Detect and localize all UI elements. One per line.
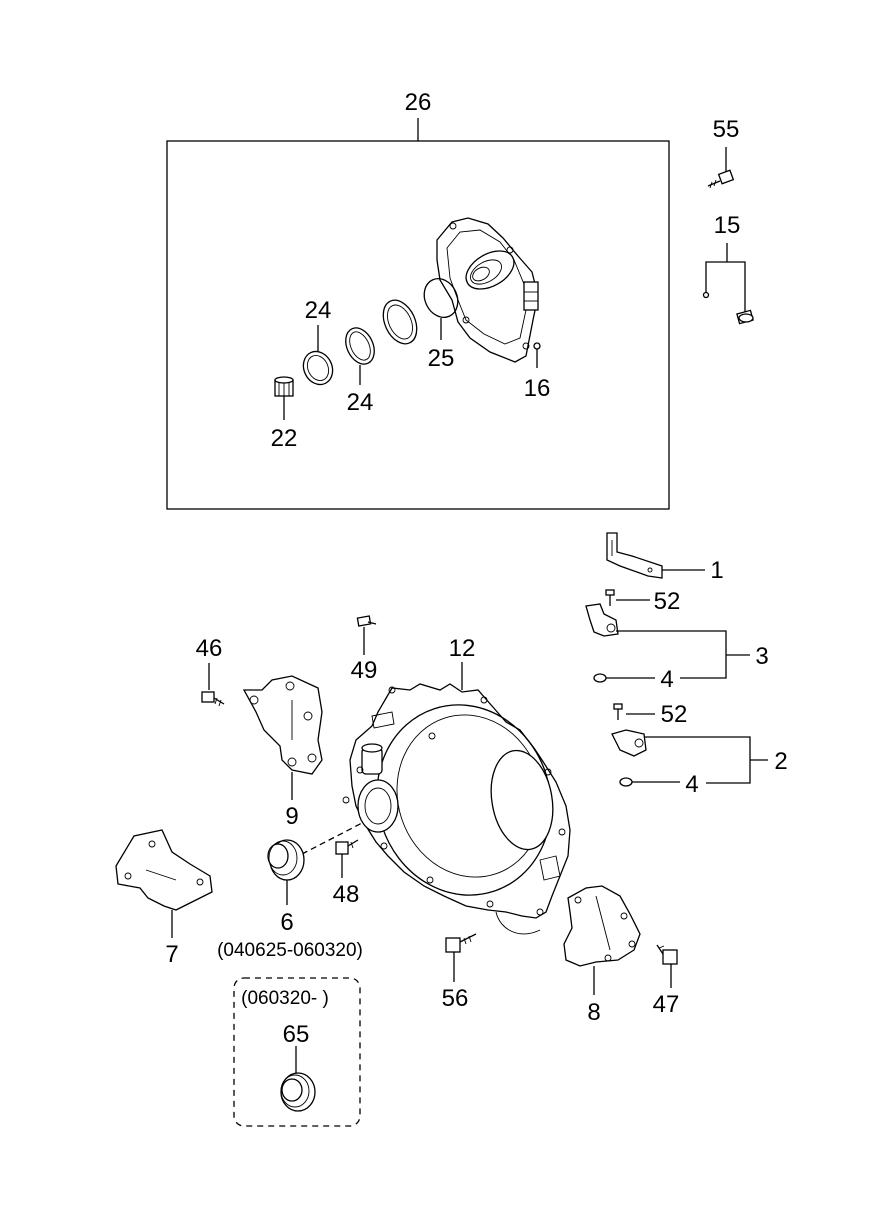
callout-6: 6	[280, 909, 293, 936]
plug-22	[274, 376, 294, 397]
clutch-housing-12	[342, 683, 571, 919]
callout-16: 16	[524, 375, 551, 402]
plug-15	[736, 309, 754, 325]
callout-25: 25	[428, 345, 455, 372]
callout-49: 49	[351, 657, 378, 684]
callout-8: 8	[587, 999, 600, 1026]
sensor-3	[585, 603, 619, 637]
snap-ring	[382, 299, 418, 345]
callout-65: 65	[283, 1021, 310, 1048]
bolt-46	[201, 691, 225, 707]
callout-4-lower: 4	[685, 771, 698, 798]
part-65-date-range: (060320- )	[241, 988, 329, 1009]
callout-4-upper: 4	[660, 666, 673, 693]
callout-55: 55	[713, 116, 740, 143]
callout-52-upper: 52	[654, 588, 681, 615]
ring-24-right	[345, 327, 375, 365]
callout-22: 22	[271, 425, 298, 452]
callout-48: 48	[333, 881, 360, 908]
callout-26: 26	[405, 89, 432, 116]
bracket-1	[606, 532, 663, 579]
kit-box-26	[166, 140, 670, 510]
bolt-49	[356, 615, 377, 627]
callout-1: 1	[710, 557, 723, 584]
callout-52-lower: 52	[661, 701, 688, 728]
bolt-52-upper	[605, 589, 615, 606]
leader-15	[705, 261, 746, 312]
o-ring-25	[423, 278, 459, 318]
ring-24-left	[302, 350, 334, 386]
bolt-47	[656, 944, 678, 965]
callout-47: 47	[653, 991, 680, 1018]
bracket-8	[563, 885, 641, 967]
rear-cover-housing	[436, 217, 539, 363]
callout-2: 2	[774, 748, 787, 775]
wire-harness	[495, 911, 541, 935]
bolt-52-lower	[613, 703, 623, 720]
o-ring-4-lower	[619, 777, 633, 787]
seal-axis-line	[301, 821, 365, 855]
callout-56: 56	[442, 985, 469, 1012]
o-ring-4-upper	[593, 673, 607, 683]
callout-46: 46	[196, 635, 223, 662]
callout-12: 12	[449, 635, 476, 662]
bolt-55	[707, 169, 735, 189]
sensor-2	[611, 729, 647, 757]
callout-3: 3	[755, 643, 768, 670]
oil-seal-65	[280, 1072, 316, 1112]
pin-16	[533, 342, 541, 350]
bolt-48	[335, 839, 359, 855]
callout-24-top: 24	[305, 297, 332, 324]
callout-9: 9	[285, 803, 298, 830]
bolt-56	[445, 933, 477, 953]
pin-15-small	[702, 291, 710, 299]
callout-24-bottom: 24	[347, 389, 374, 416]
bracket-7	[115, 829, 213, 911]
bracket-9	[242, 675, 323, 775]
part-6-date-range: (040625-060320)	[217, 940, 363, 961]
oil-seal-6	[267, 839, 305, 881]
callout-7: 7	[165, 941, 178, 968]
callout-15: 15	[714, 212, 741, 239]
